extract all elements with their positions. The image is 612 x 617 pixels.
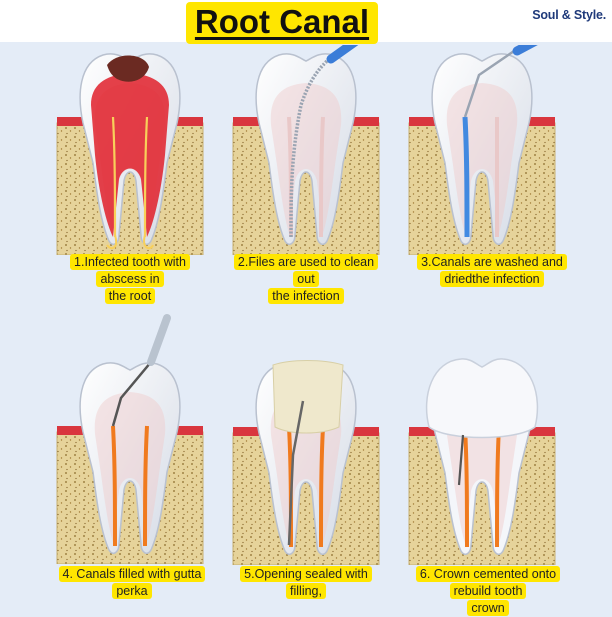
step-6-caption: 6. Crown cemented onto rebuild tooth cro… [404,566,572,617]
tooth-gutta-percha-illustration [56,314,204,564]
caption-line: filling, [286,582,326,599]
step-2-caption: 2.Files are used to clean out the infect… [222,254,390,305]
caption-line: driedthe infection [440,270,544,287]
step-6-illustration [407,355,557,565]
brand-logo: Soul & Style. [532,8,606,22]
tooth-sealed-illustration [232,360,380,565]
caption-line: rebuild tooth [449,582,527,599]
caption-line: 5.Opening sealed with [240,566,372,582]
step-5-caption: 5.Opening sealed with filling, [222,566,390,600]
step-1-illustration [55,45,205,255]
page-title: Root Canal [186,2,378,44]
step-5-illustration [231,355,381,565]
caption-line: perka [112,582,152,599]
tooth-infected-illustration [56,53,204,255]
step-4-illustration [55,310,205,564]
caption-line: crown [467,599,509,616]
tooth-file-illustration [232,45,380,255]
caption-line: 6. Crown cemented onto [415,566,561,582]
caption-line: the infection [268,287,344,304]
step-1-caption: 1.Infected tooth with abscess in the roo… [46,254,214,305]
step-2-illustration [231,45,381,255]
caption-line: abscess in [96,270,164,287]
caption-line: out [293,270,319,287]
caption-line: 2.Files are used to clean [233,254,379,270]
caption-line: 1.Infected tooth with [70,254,190,270]
step-4-caption: 4. Canals filled with gutta perka [42,566,222,600]
caption-line: the root [104,287,156,304]
step-3-illustration [407,45,557,255]
tooth-wash-illustration [408,45,556,255]
caption-line: 4. Canals filled with gutta [58,566,206,582]
tooth-crown-illustration [408,358,556,565]
caption-line: 3.Canals are washed and [417,254,567,270]
step-3-caption: 3.Canals are washed and driedthe infecti… [404,254,580,288]
